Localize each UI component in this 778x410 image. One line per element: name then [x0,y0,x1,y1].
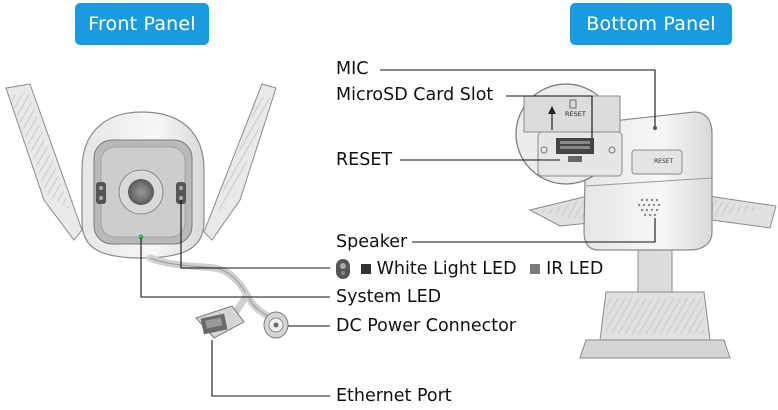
led-window-icon [336,259,350,279]
dc-power-label: DC Power Connector [336,316,516,336]
dc-connector [263,311,289,339]
white-light-led-label: White Light LED [376,259,517,279]
ethernet-label: Ethernet Port [336,386,452,406]
bottom-panel-title: Bottom Panel [570,3,732,45]
system-led-label: System LED [336,287,442,307]
ir-led-swatch-icon [530,263,541,274]
mic-hole [653,126,657,130]
front-camera [5,83,289,339]
system-led-dot [138,234,144,240]
led-legend: White Light LED IR LED [334,258,603,280]
ethernet-connector [195,305,245,339]
mic-label: MIC [336,59,369,79]
front-panel-title: Front Panel [75,3,209,45]
white-led-left [96,182,106,204]
svg-text:RESET: RESET [654,158,674,165]
reset-label: RESET [336,150,393,170]
microsd-label: MicroSD Card Slot [336,85,494,105]
front-leader-lines [140,200,330,397]
magnifier-inset: RESET [515,83,623,185]
bottom-leader-lines [380,69,656,243]
ir-led-label: IR LED [546,259,604,279]
white-led-right [176,182,186,204]
inset-reset-text: RESET [565,110,586,118]
speaker-grille [637,198,661,217]
white-led-swatch-icon [360,263,371,274]
speaker-label: Speaker [336,232,408,252]
